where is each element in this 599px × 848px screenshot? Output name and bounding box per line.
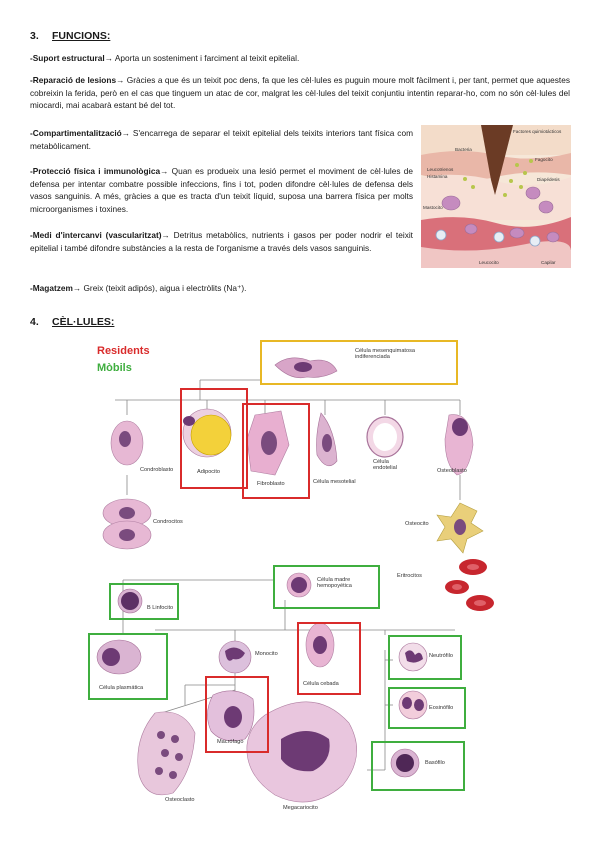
figure-label: Leucotrienos (427, 167, 454, 172)
figure-label: Leucocito (479, 260, 499, 265)
label-text: Célula mesenquimatosa indiferenciada (355, 348, 416, 360)
section-4-heading: 4. CÈL·LULES: (30, 316, 114, 328)
arrow-icon: → (121, 128, 131, 138)
mobile-box-neutrofilo (388, 635, 462, 680)
figure-label: Mastocito (423, 205, 443, 210)
section-number: 3. (30, 30, 39, 42)
legend-residents: Residents (97, 345, 150, 357)
label-condroblasto: Condroblasto (140, 467, 174, 473)
mobile-box-eosinofilo (388, 687, 466, 729)
figure-label: Capilar (541, 260, 556, 265)
label-eosinofilo: Eosinófilo (429, 705, 454, 711)
arrow-icon: → (116, 75, 125, 85)
figure-label: Factores quimiotácticos (513, 129, 562, 134)
label-cebada: Célula cebada (303, 681, 339, 687)
label-adipocito: Adipocito (197, 469, 221, 475)
section-3-heading: 3. FUNCIONS: (30, 30, 110, 42)
mobile-box-plasmatica (88, 633, 168, 700)
label-blinfocito: B Linfocito (147, 605, 174, 611)
resident-box-fibroblasto (242, 403, 310, 499)
label-osteoblasto: Osteoblasto (437, 468, 467, 474)
label-text: Célula madre hemopoyética (317, 577, 352, 589)
figure-label: Diapédesis (537, 177, 560, 182)
label-plasmatica: Célula plasmática (99, 685, 144, 691)
arrow-icon: → (161, 230, 170, 240)
label-neutrofilo: Neutrófilo (429, 653, 453, 659)
cells-figure: Residents Mòbils Célula mesenquimatosa i… (85, 335, 515, 820)
legend-mobils: Mòbils (97, 362, 132, 374)
paragraph-medi-intercanvi: -Medi d'intercanvi (vascularitzat)→ Detr… (30, 229, 413, 254)
label-fibroblasto: Fibroblasto (257, 481, 285, 487)
paragraph-text: Detritus metabòlics, nutrients i gasos p… (30, 230, 413, 253)
arrow-icon: → (104, 53, 113, 63)
mobile-box-basofilo (371, 741, 465, 791)
label-macrofago: Macrófago (217, 739, 244, 745)
paragraph-magatzem: -Magatzem→ Greix (teixit adipós), aigua … (30, 282, 570, 295)
section-title: CÈL·LULES: (52, 316, 115, 328)
inflammation-figure: Factores quimiotácticos Bacteria Fagocit… (421, 125, 571, 268)
arrow-icon: → (72, 283, 82, 293)
arrow-icon: → (160, 166, 169, 176)
paragraph-proteccio: -Protecció física i immunològica→ Quan e… (30, 165, 413, 215)
term: -Protecció física i immunològica (30, 166, 161, 176)
paragraph-text: S'encarrega de separar el teixit epiteli… (30, 128, 413, 151)
figure-label: Histamina (427, 174, 448, 179)
label-endotelial: Célula endotelial (373, 459, 403, 471)
label-text: Célula endotelial (373, 459, 397, 471)
label-monocito: Monocito (255, 651, 278, 657)
resident-box-cebada (297, 622, 361, 695)
paragraph-text: Greix (teixit adipós), aigua i electròli… (81, 283, 247, 293)
label-osteocito: Osteocito (405, 521, 429, 527)
paragraph-reparacio: -Reparació de lesions→ Gràcies a que és … (30, 74, 570, 112)
label-eritrocitos: Eritrocitos (397, 573, 422, 579)
term: -Compartimentalització (30, 128, 122, 138)
resident-box-adipocito (180, 388, 248, 489)
figure-label: Fagocito (535, 157, 553, 162)
paragraph-compartimentalitzacio: -Compartimentalització→ S'encarrega de s… (30, 127, 413, 152)
paragraph-text: Aporta un sosteniment i farciment al tei… (112, 53, 300, 63)
label-osteoclasto: Osteoclasto (165, 797, 195, 803)
label-megacariocito: Megacariocito (283, 805, 318, 811)
term: -Suport estructural (30, 53, 105, 63)
mobile-box-blinfocito (109, 583, 179, 620)
label-basofilo: Basófilo (425, 760, 445, 766)
figure-label: Bacteria (455, 147, 472, 152)
term: -Medi d'intercanvi (vascularitzat) (30, 230, 162, 240)
paragraph-text: Gràcies a que és un teixit poc dens, fa … (30, 75, 571, 111)
mobile-box-madre (273, 565, 380, 609)
label-mesenquimal: Célula mesenquimatosa indiferenciada (355, 348, 435, 360)
term: -Reparació de lesions (30, 75, 117, 85)
paragraph-suport: -Suport estructural→ Aporta un sostenime… (30, 52, 570, 65)
label-mesotelial: Célula mesotelial (313, 479, 356, 485)
label-madre: Célula madre hemopoyética (317, 577, 365, 589)
cells-diagram (96, 357, 494, 803)
resident-box-macrofago (205, 676, 269, 753)
paragraph-text: Quan es produeix una lesió permet el mov… (30, 166, 413, 214)
section-number: 4. (30, 316, 39, 328)
inflammation-illustration (421, 125, 571, 268)
label-condrocitos: Condrocitos (153, 519, 183, 525)
term: -Magatzem (30, 283, 73, 293)
section-title: FUNCIONS: (52, 30, 111, 42)
origin-box-mesenquimal (260, 340, 458, 385)
